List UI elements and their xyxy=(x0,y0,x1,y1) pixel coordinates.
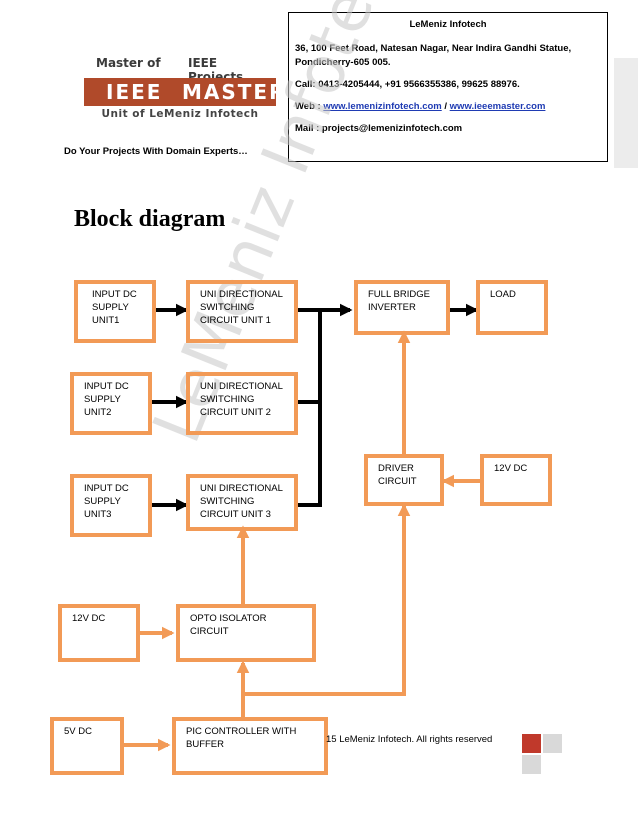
address: 36, 100 Feet Road, Natesan Nagar, Near I… xyxy=(295,43,572,68)
web-label: Web : xyxy=(295,101,324,112)
block-pic-controller: PIC CONTROLLER WITH BUFFER xyxy=(172,717,328,775)
web-line: Web : www.lemenizinfotech.com / www.ieee… xyxy=(295,100,601,114)
block-switching-unit3: UNI DIRECTIONAL SWITCHING CIRCUIT UNIT 3 xyxy=(186,474,298,531)
footer-deco-square-grey xyxy=(543,734,562,753)
logo-master-of: Master of xyxy=(96,56,161,70)
web-link-ieeemaster[interactable]: www.ieeemaster.com xyxy=(449,101,546,112)
block-input-dc-unit3: INPUT DC SUPPLY UNIT3 xyxy=(70,474,152,537)
logo-band: IEEE MASTER xyxy=(84,78,285,106)
block-12v-dc-opto: 12V DC xyxy=(58,604,140,662)
footer-deco-square-grey-lower xyxy=(522,755,541,774)
web-separator: / xyxy=(441,101,450,112)
block-driver-circuit: DRIVER CIRCUIT xyxy=(364,454,444,506)
side-strip xyxy=(614,58,638,168)
logo-ieee: IEEE xyxy=(106,80,163,104)
block-opto-isolator: OPTO ISOLATOR CIRCUIT xyxy=(176,604,316,662)
ieee-master-logo: Master of IEEE Projects IEEE MASTER Unit… xyxy=(84,50,285,124)
footer-deco-square-red xyxy=(522,734,541,753)
mail: Mail : projects@lemenizinfotech.com xyxy=(295,123,463,134)
block-input-dc-unit1: INPUT DC SUPPLY UNIT1 xyxy=(74,280,156,343)
block-switching-unit2: UNI DIRECTIONAL SWITCHING CIRCUIT UNIT 2 xyxy=(186,372,298,435)
contact-box: LeMeniz Infotech 36, 100 Feet Road, Nate… xyxy=(288,12,608,162)
block-5v-dc: 5V DC xyxy=(50,717,124,775)
company-name: LeMeniz Infotech xyxy=(409,19,487,30)
page-title: Block diagram xyxy=(74,206,226,232)
logo-master: MASTER xyxy=(182,80,287,104)
block-switching-unit1: UNI DIRECTIONAL SWITCHING CIRCUIT UNIT 1 xyxy=(186,280,298,343)
web-link-lemeniz[interactable]: www.lemenizinfotech.com xyxy=(323,101,442,112)
block-load: LOAD xyxy=(476,280,548,335)
block-full-bridge-inverter: FULL BRIDGE INVERTER xyxy=(354,280,450,335)
phone: Call: 0413-4205444, +91 9566355386, 9962… xyxy=(295,79,520,90)
block-input-dc-unit2: INPUT DC SUPPLY UNIT2 xyxy=(70,372,152,435)
logo-unit: Unit of LeMeniz Infotech xyxy=(101,108,259,120)
copyright-text: 15 LeMeniz Infotech. All rights reserved xyxy=(326,734,493,745)
block-12v-dc-driver: 12V DC xyxy=(480,454,552,506)
tagline: Do Your Projects With Domain Experts… xyxy=(64,146,248,157)
